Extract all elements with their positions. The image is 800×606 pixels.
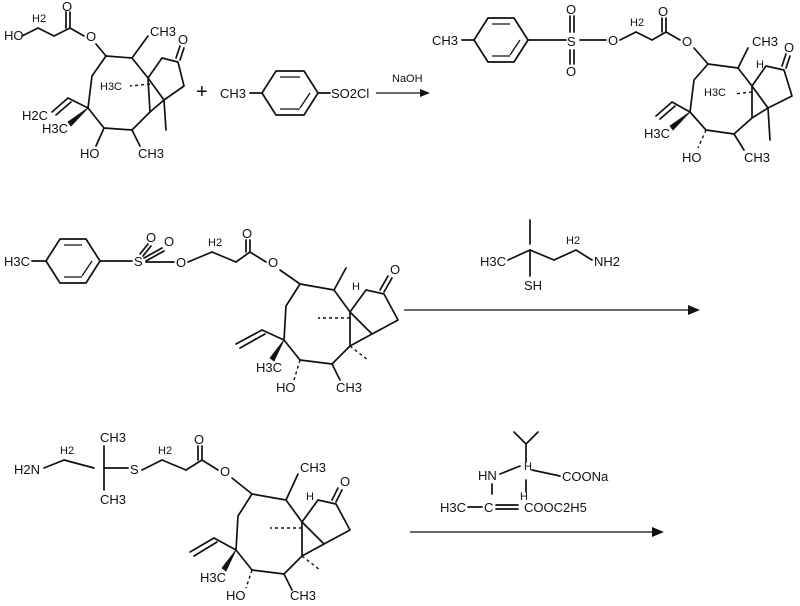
step3-h: H bbox=[306, 491, 314, 503]
ring-hydroxyl-label: HO bbox=[80, 146, 100, 161]
vinyl-ch2-label: H2C bbox=[22, 108, 48, 123]
step1-reactant: HO H2 O O CH3 O H3C H2C H3C HO CH3 bbox=[4, 0, 188, 161]
product-tolyl-methyl: CH3 bbox=[432, 33, 458, 48]
step3-methyl-top: CH3 bbox=[100, 430, 126, 445]
step3-carbonyl-oxygen: O bbox=[194, 432, 204, 447]
sulfonyl-chloride-label: SO2Cl bbox=[331, 86, 369, 101]
step3-methyl-bottom: CH3 bbox=[100, 492, 126, 507]
sulfonyl-oxygen-bottom: O bbox=[566, 64, 576, 79]
step2-ketone-oxygen: O bbox=[390, 262, 400, 277]
product-methylene: H2 bbox=[630, 17, 644, 29]
product-ester-oxygen: O bbox=[682, 34, 692, 49]
step2-methyl-b: CH3 bbox=[336, 380, 362, 395]
reagent-vinyl-c: C bbox=[484, 500, 493, 515]
reagent-vinyl-h: H bbox=[520, 491, 528, 503]
plus-sign: + bbox=[196, 81, 208, 103]
reagent-amine: NH2 bbox=[594, 254, 620, 269]
reagent-cooc2h5: COOC2H5 bbox=[524, 500, 587, 515]
step2-sulfonyl-oxygen-1: O bbox=[146, 230, 156, 245]
step2-ring-hydroxyl: HO bbox=[276, 380, 296, 395]
step3-methyl-a: CH3 bbox=[300, 460, 326, 475]
step2-quaternary-methyl: H3C bbox=[256, 360, 282, 375]
product-h: H bbox=[756, 59, 764, 71]
step3-ketone-oxygen: O bbox=[340, 474, 350, 489]
reagent-alpha-h: H bbox=[524, 461, 532, 473]
step2-sulfonyl-oxygen-2: O bbox=[164, 234, 174, 249]
reagent-vinyl-methyl: H3C bbox=[440, 500, 466, 515]
product-ketone-oxygen: O bbox=[784, 40, 794, 55]
step3-methylene-b: H2 bbox=[158, 445, 172, 457]
step3-reactant: H2N H2 CH3 CH3 S H2 O O CH3 H O H3C bbox=[14, 430, 351, 603]
product-methyl-a: CH3 bbox=[752, 34, 778, 49]
product-bridge-methyl: H3C bbox=[704, 87, 726, 99]
methyl-label-b: CH3 bbox=[138, 146, 164, 161]
step2-reactant: H3C S O O O H2 O O H O bbox=[4, 226, 400, 395]
product-methyl-b: CH3 bbox=[744, 150, 770, 165]
step3-reagent-dane-salt: HN H COONa H3C C H COOC2H5 bbox=[440, 431, 609, 515]
step2-ester-oxygen: O bbox=[268, 255, 278, 270]
reagent-hn: HN bbox=[478, 468, 497, 483]
bridge-methyl-label: H3C bbox=[100, 81, 122, 93]
step2-methylene: H2 bbox=[208, 237, 222, 249]
step1-product: CH3 S O O O H2 O O CH3 H O H3C bbox=[432, 2, 794, 165]
step2-sulfur: S bbox=[134, 254, 143, 269]
step3-methyl-b: CH3 bbox=[290, 588, 316, 603]
step3-quaternary-methyl: H3C bbox=[200, 570, 226, 585]
step2-h: H bbox=[352, 281, 360, 293]
methylene-label: H2 bbox=[32, 13, 46, 25]
sulfonyl-oxygen-top: O bbox=[566, 2, 576, 17]
tolyl-methyl-h3c: H3C bbox=[4, 254, 30, 269]
quaternary-methyl-label: H3C bbox=[42, 121, 68, 136]
amine-h2n: H2N bbox=[14, 462, 40, 477]
reagent-naoh: NaOH bbox=[392, 73, 423, 85]
product-ring-hydroxyl: HO bbox=[682, 150, 702, 165]
link-oxygen: O bbox=[608, 33, 618, 48]
methyl-label-a: CH3 bbox=[150, 24, 176, 39]
step3-ester-oxygen: O bbox=[220, 464, 230, 479]
reagent-h3c: H3C bbox=[480, 254, 506, 269]
hydroxyl-label: HO bbox=[4, 28, 24, 43]
ester-oxygen-label: O bbox=[86, 29, 96, 44]
tolyl-methyl-label: CH3 bbox=[220, 86, 246, 101]
product-quaternary-methyl: H3C bbox=[644, 126, 670, 141]
carbonyl-oxygen-label: O bbox=[62, 0, 72, 14]
tosyl-chloride: CH3 SO2Cl bbox=[220, 70, 369, 116]
reagent-coona: COONa bbox=[562, 469, 609, 484]
product-carbonyl-oxygen: O bbox=[658, 4, 668, 19]
step3-sulfur: S bbox=[130, 462, 139, 477]
ketone-oxygen-label: O bbox=[178, 32, 188, 47]
step3-methylene-a: H2 bbox=[60, 445, 74, 457]
reagent-thiol: SH bbox=[524, 278, 542, 293]
step2-reagent-aminothiol: H3C H2 NH2 SH bbox=[480, 219, 620, 293]
step3-ring-hydroxyl: HO bbox=[226, 588, 246, 603]
reagent-methylene: H2 bbox=[566, 235, 580, 247]
sulfur-label: S bbox=[567, 34, 576, 49]
step2-carbonyl-oxygen: O bbox=[242, 226, 252, 241]
step2-link-oxygen: O bbox=[176, 255, 186, 270]
